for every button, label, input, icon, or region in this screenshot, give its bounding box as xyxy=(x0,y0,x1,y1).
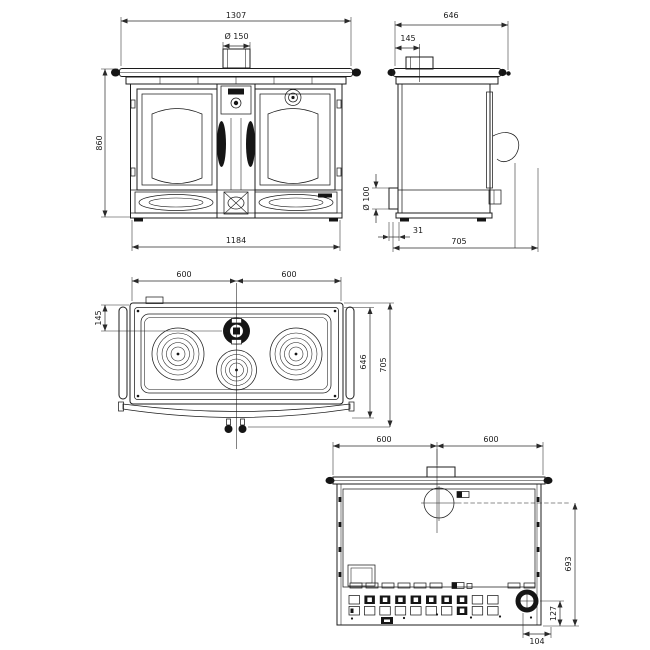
front-dim-flue-diameter: Ø 150 xyxy=(222,31,251,49)
dim-label-rear-right-span: 600 xyxy=(483,435,498,444)
side-door-edge xyxy=(486,91,520,248)
hotplate-right xyxy=(269,327,323,381)
rear-terminal-row-upper xyxy=(348,595,499,605)
rear-towel-rail xyxy=(325,476,553,485)
dim-label-side-flue-offset: 145 xyxy=(400,34,415,43)
rear-power-connector xyxy=(350,613,533,624)
top-dim-left-span: 600 600 xyxy=(131,270,342,301)
dim-label-side-rear-outlet-diameter: Ø 100 xyxy=(361,186,371,210)
front-dim-height: 860 xyxy=(95,68,131,218)
dim-label-front-height: 860 xyxy=(95,135,104,150)
side-dim-flue-offset: 145 xyxy=(395,34,420,51)
top-dim-cooktop-depth: 646 xyxy=(344,307,374,419)
top-dim-overall-depth: 705 xyxy=(344,302,394,427)
dim-label-top-cooktop-depth: 646 xyxy=(359,354,368,369)
top-side-rail-left xyxy=(118,306,128,400)
side-dim-depth: 646 xyxy=(394,11,509,70)
dim-label-rear-outlet-offset: 104 xyxy=(529,637,544,646)
dim-label-rear-left-span: 600 xyxy=(376,435,391,444)
dim-label-rear-outlet-height: 127 xyxy=(549,606,558,621)
hotplate-left xyxy=(151,327,205,381)
dim-label-front-flue-diameter: Ø 150 xyxy=(224,31,248,41)
dim-label-top-flue-offset: 145 xyxy=(94,310,103,325)
rear-dim-outlet-offset: 104 xyxy=(522,613,552,646)
front-towel-rail xyxy=(111,68,361,77)
side-dim-rear-outlet-diameter: Ø 100 xyxy=(361,174,390,223)
dim-label-side-depth: 646 xyxy=(443,11,458,20)
rear-vent-slots xyxy=(349,582,536,589)
top-dim-flue-offset: 145 xyxy=(94,304,222,332)
side-body xyxy=(395,83,493,222)
front-view: 1307 Ø 150 860 1184 xyxy=(95,11,361,251)
dim-label-top-left-span: 600 xyxy=(176,270,191,279)
front-worktop-edge xyxy=(125,76,347,85)
dim-label-side-overall-depth: 705 xyxy=(451,237,466,246)
front-flue-stub xyxy=(222,48,251,69)
side-rear-outlet-stub xyxy=(388,187,399,210)
front-right-door-handle xyxy=(246,121,255,167)
rear-dim-spans: 600 600 xyxy=(332,435,544,475)
side-worktop-edge xyxy=(395,76,499,85)
front-left-door xyxy=(130,88,218,191)
dim-label-side-rear-clearance: 31 xyxy=(413,226,423,235)
rear-view: 600 600 693 127 104 xyxy=(325,435,579,646)
top-front-knobs xyxy=(224,418,390,433)
top-side-rail-right xyxy=(345,306,355,400)
rear-terminal-row-lower xyxy=(348,606,499,616)
front-dim-overall-width: 1307 xyxy=(120,11,352,66)
side-view: 646 145 Ø 100 31 705 xyxy=(361,11,539,252)
rear-flue-stub xyxy=(426,466,456,478)
side-towel-rail xyxy=(387,68,511,77)
side-dim-rear-clearance: 31 xyxy=(378,222,423,241)
side-dim-overall-depth: 705 xyxy=(392,168,539,252)
front-left-door-handle xyxy=(217,121,226,167)
front-center-column xyxy=(216,83,256,219)
top-view: 600 600 145 646 705 xyxy=(94,270,394,449)
top-front-rail xyxy=(118,401,355,418)
dim-label-rear-flue-height: 693 xyxy=(564,556,573,571)
side-door-handle xyxy=(492,132,520,162)
rear-dim-flue-height: 693 xyxy=(543,503,579,627)
dim-label-front-body-width: 1184 xyxy=(226,236,246,245)
dim-label-top-overall-depth: 705 xyxy=(379,357,388,372)
rear-dim-outlet-height: 127 xyxy=(540,600,564,626)
front-drawer-band xyxy=(134,191,338,214)
dim-label-front-overall-width: 1307 xyxy=(226,11,246,20)
rear-flue-outlet xyxy=(421,449,571,533)
dim-label-top-right-span: 600 xyxy=(281,270,296,279)
front-dim-body-width: 1184 xyxy=(131,220,341,251)
front-thermometer xyxy=(284,89,302,106)
rear-side-outlet xyxy=(515,589,539,613)
side-latch xyxy=(488,189,502,205)
